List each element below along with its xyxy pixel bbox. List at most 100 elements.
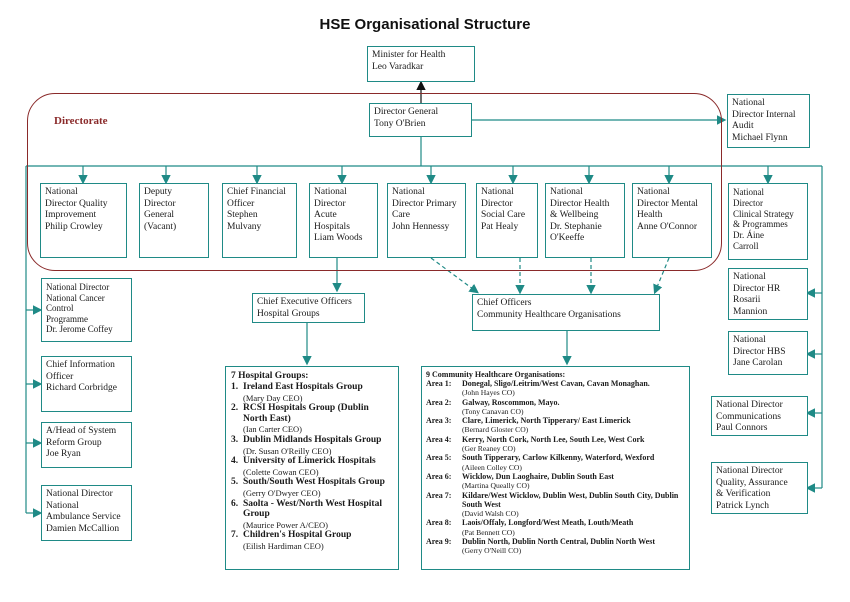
box-line: Dr. Stephanie xyxy=(550,221,602,232)
box-line: Paul Connors xyxy=(716,423,768,433)
box-line: & Wellbeing xyxy=(550,210,599,220)
community-org-name: Laois/Offaly, Longford/West Meath, Louth… xyxy=(462,518,634,528)
directorate-label: Directorate xyxy=(54,115,108,127)
box-line: Chief Financial xyxy=(227,187,286,197)
director-hr-box: National Director HR Rosarii Mannion xyxy=(728,268,808,320)
community-org-ceo: (Bernard Gloster CO) xyxy=(462,425,529,435)
hospital-group-item: 2. RCSI Hospitals Group (Dublin North Eas… xyxy=(231,403,393,435)
box-line: Carroll xyxy=(733,240,759,251)
box-line: Anne O'Connor xyxy=(637,221,698,232)
box-line: Quality, Assurance xyxy=(716,477,788,488)
box-line: Mulvany xyxy=(227,221,262,232)
box-line: Ambulance Service xyxy=(46,512,121,522)
box-line: Officer xyxy=(227,198,255,209)
box-line: Reform Group xyxy=(46,437,102,448)
hospital-group-item: 5.South/South West Hospitals Group(Gerry… xyxy=(231,477,393,498)
box-line: Chief Officers xyxy=(477,298,532,308)
community-org-item: Area 3:Clare, Limerick, North Tipperary/… xyxy=(426,416,685,435)
internal-audit-line: National xyxy=(732,98,765,108)
box-line: Chief Executive Officers xyxy=(257,297,352,307)
box-line: Social Care xyxy=(481,210,526,220)
box-line: Rosarii xyxy=(733,295,761,305)
hospital-group-number: 5. xyxy=(231,477,239,488)
hospital-group-item: 1. Ireland East Hospitals Group(Mary Day … xyxy=(231,382,393,403)
community-org-text: Laois/Offaly, Longford/West Meath, Louth… xyxy=(462,518,685,537)
box-line: National Director xyxy=(716,466,783,476)
box-line: Stephen xyxy=(227,210,258,220)
internal-audit-line: Director Internal xyxy=(732,109,796,120)
box-line: Joe Ryan xyxy=(46,449,81,459)
hospital-group-text: Saolta - West/North West Hospital Group(… xyxy=(243,499,393,531)
community-org-area: Area 7: xyxy=(426,490,452,500)
director-ambulance-service-box: National Director National Ambulance Ser… xyxy=(41,485,132,541)
box-line: Community Healthcare Organisations xyxy=(477,309,621,320)
hospital-group-number: 3. xyxy=(231,434,239,445)
community-org-area: Area 1: xyxy=(426,379,452,388)
hospital-group-name: RCSI Hospitals Group (Dublin North East) xyxy=(243,403,369,424)
box-line: Improvement xyxy=(45,210,97,220)
community-org-ceo: (Pat Bennett CO) xyxy=(462,527,515,537)
hospital-group-name: Dublin Midlands Hospitals Group xyxy=(243,434,382,445)
community-org-ceo: (Gerry O'Neill CO) xyxy=(462,546,522,556)
community-org-text: Wicklow, Dun Laoghaire, Dublin South Eas… xyxy=(462,472,685,491)
hospital-group-number: 2. xyxy=(231,403,239,414)
internal-audit-line: Michael Flynn xyxy=(732,132,788,143)
hospital-group-item: 7. Children's Hospital Group(Eilish Hardi… xyxy=(231,530,393,551)
community-org-text: South Tipperary, Carlow Kilkenny, Waterf… xyxy=(462,453,685,472)
box-line: Officer xyxy=(46,371,74,382)
director-social-care-box: National Director Social Care Pat Healy xyxy=(476,183,538,258)
box-line: Patrick Lynch xyxy=(716,500,770,511)
box-line: & Verification xyxy=(716,489,771,499)
community-org-name: Wicklow, Dun Laoghaire, Dublin South Eas… xyxy=(462,471,614,481)
box-line: Damien McCallion xyxy=(46,523,120,534)
box-line: National Director xyxy=(46,282,110,292)
director-primary-care-box: National Director Primary Care John Henn… xyxy=(387,183,466,258)
community-org-text: Kerry, North Cork, North Lee, South Lee,… xyxy=(462,435,685,454)
box-line: Pat Healy xyxy=(481,221,519,232)
internal-audit-line: Audit xyxy=(732,121,754,131)
box-line: Philip Crowley xyxy=(45,221,103,232)
hospital-groups-list: 7 Hospital Groups: 1.Ireland East Hospit… xyxy=(225,366,399,570)
hospital-group-text: Dublin Midlands Hospitals Group(Dr. Susa… xyxy=(243,435,393,456)
box-line: General xyxy=(144,210,175,220)
box-line: Health xyxy=(637,210,663,220)
box-line: National xyxy=(46,500,79,511)
director-mental-health-box: National Director Mental Health Anne O'C… xyxy=(632,183,712,258)
community-org-ceo: (Tony Canavan CO) xyxy=(462,406,524,416)
box-line: Director xyxy=(481,198,513,209)
box-line: National Cancer xyxy=(46,292,105,303)
director-general-name: Tony O'Brien xyxy=(374,118,426,129)
community-org-area: Area 5: xyxy=(426,453,452,463)
community-org-name: Donegal, Sligo/Leitrim/West Cavan, Cavan… xyxy=(462,379,650,388)
system-reform-group-box: A/Head of System Reform Group Joe Ryan xyxy=(41,422,132,468)
hospital-group-number: 7. xyxy=(231,530,239,541)
box-line: Mannion xyxy=(733,306,768,317)
box-line: National xyxy=(481,187,514,197)
chief-information-officer-box: Chief Information Officer Richard Corbri… xyxy=(41,356,132,412)
hospital-group-item: 6.Saolta - West/North West Hospital Grou… xyxy=(231,499,393,531)
box-line: Jane Carolan xyxy=(733,358,783,368)
community-org-text: Galway, Roscommon, Mayo.(Tony Canavan CO… xyxy=(462,398,685,417)
community-org-name: Galway, Roscommon, Mayo. xyxy=(462,397,560,407)
hospital-group-ceo: (Eilish Hardiman CEO) xyxy=(243,540,324,551)
director-acute-hospitals-box: National Director Acute Hospitals Liam W… xyxy=(309,183,378,258)
hospital-group-text: Children's Hospital Group(Eilish Hardima… xyxy=(243,530,393,551)
box-line: National xyxy=(550,187,583,197)
hospital-group-number: 1. xyxy=(231,382,239,392)
box-line: O'Keeffe xyxy=(550,233,585,243)
hospital-group-ceo: (Mary Day CEO) xyxy=(243,392,303,403)
box-line: Hospitals xyxy=(314,221,350,232)
director-quality-assurance-box: National Director Quality, Assurance & V… xyxy=(711,462,808,514)
community-org-item: Area 5: South Tipperary, Carlow Kilkenny,… xyxy=(426,453,685,472)
hospital-group-name: Children's Hospital Group xyxy=(243,530,352,541)
box-line: Liam Woods xyxy=(314,233,363,243)
hospital-group-name: Ireland East Hospitals Group xyxy=(243,382,363,392)
community-org-text: Dublin North, Dublin North Central, Dubl… xyxy=(462,537,685,556)
community-org-area: Area 8: xyxy=(426,518,452,528)
community-org-name: Dublin North, Dublin North Central, Dubl… xyxy=(462,537,655,547)
hospital-group-ceo: (Ian Carter CEO) xyxy=(243,424,303,435)
director-clinical-strategy-box: National Director Clinical Strategy & Pr… xyxy=(728,183,808,260)
box-line: Director xyxy=(733,197,763,208)
community-org-ceo: (Martina Queally CO) xyxy=(462,481,530,491)
